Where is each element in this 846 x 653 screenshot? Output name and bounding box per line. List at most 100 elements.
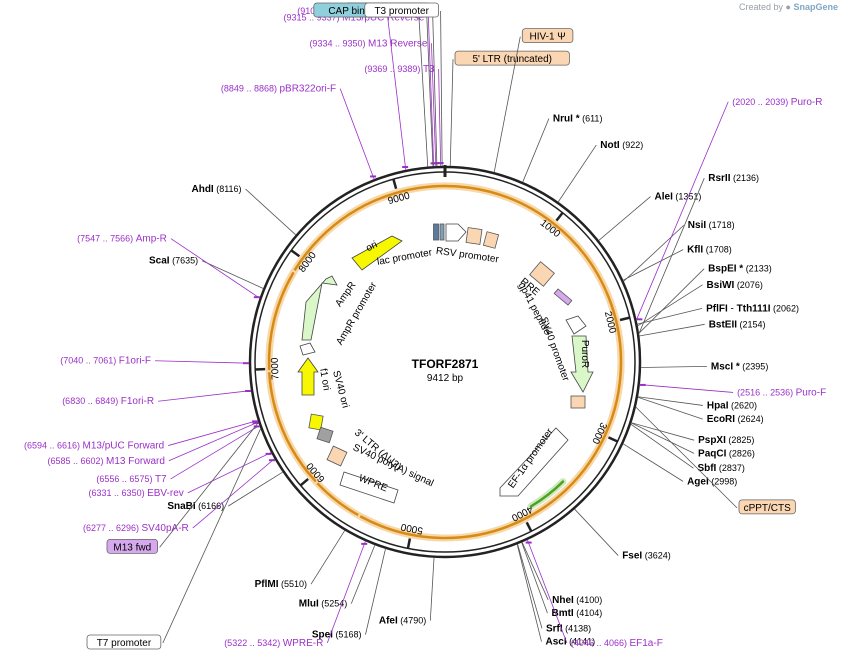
- enzyme-label-mlui: MluI (5254): [299, 599, 348, 610]
- enzyme-label-sbfi: SbfI (2837): [697, 463, 744, 474]
- enzyme-label-fsei: FseI (3624): [622, 551, 671, 562]
- enzyme-label-ahdi: AhdI (8116): [191, 184, 241, 195]
- ef1a-arc: [529, 480, 565, 508]
- feature-label-m13-fwd: M13 fwd: [113, 542, 151, 553]
- primer-label-ebv-rev: (6331 .. 6350) EBV-rev: [89, 488, 184, 499]
- primer-range: (8849 .. 8868): [221, 84, 280, 94]
- enzyme-leader-kfli: [622, 249, 684, 281]
- enzyme-leader-snabi: [227, 471, 284, 507]
- tick-label-5000: 5000: [400, 521, 424, 536]
- primer-leader-wpre-r: [326, 540, 366, 644]
- enzyme-separator: -: [728, 303, 737, 314]
- enzyme-position: (4790): [398, 616, 427, 626]
- rre-feature: [529, 261, 555, 287]
- tick-1000: [555, 212, 564, 222]
- enzyme-label-snabi: SnaBI (6166): [167, 501, 224, 512]
- label-layer: NruI * (611)NotI (922)AleI (1351)KflI (1…: [24, 2, 826, 650]
- enzyme-leader-alei: [598, 196, 651, 241]
- enzyme-name: AhdI: [191, 184, 213, 195]
- enzyme-label-agei: AgeI (2998): [687, 476, 737, 487]
- primer-label-puro-f: (2516 .. 2536) Puro-F: [737, 387, 826, 398]
- ltr5-feature: [465, 227, 483, 245]
- primer-name: M13 Forward: [106, 456, 165, 467]
- primer-leader-pbr322ori-f: [339, 88, 375, 180]
- tick-label-7000: 7000: [270, 357, 282, 380]
- enzyme-name: FseI: [622, 551, 642, 562]
- feature-label-t7-promoter: T7 promoter: [97, 638, 152, 649]
- enzyme-leader-nrui: [522, 118, 550, 183]
- primer-leader-amp-r: [170, 238, 260, 299]
- enzyme-position: (5510): [279, 579, 308, 589]
- enzyme-position: (922): [620, 140, 644, 150]
- primer-label-wpre-r: (5322 .. 5342) WPRE-R: [224, 638, 323, 649]
- primer-label-pbr322ori-f: (8849 .. 8868) pBR322ori-F: [221, 84, 336, 95]
- enzyme-name: BsiWI: [707, 280, 735, 291]
- credit-brand: SnapGene: [793, 2, 838, 12]
- cap-site-feature: [439, 223, 445, 241]
- annotation-arc-4: [267, 272, 295, 371]
- enzyme-position: (5254): [319, 599, 348, 609]
- enzyme-name: SbfI: [697, 463, 716, 474]
- sv40-ori-feature: [308, 413, 324, 431]
- sv40-polya-feature: [316, 426, 334, 444]
- feature-label-cppt-cts: cPPT/CTS: [744, 503, 792, 514]
- enzyme-name: PflMI: [255, 579, 279, 590]
- enzyme-name: AgeI: [687, 476, 709, 487]
- enzyme-label-bsteii: BstEII (2154): [709, 319, 766, 330]
- enzyme-position: (611): [580, 113, 603, 123]
- tick-8000: [290, 249, 301, 258]
- enzyme-leader-bmti: [521, 542, 548, 614]
- enzyme-name: ScaI: [149, 256, 170, 267]
- primer-leader-sv40pa-r: [192, 458, 275, 529]
- enzyme-label-paqci: PaqCI (2826): [698, 448, 755, 459]
- feature-box-cppt-cts: [738, 499, 796, 515]
- feature-leader-lac-operator: [426, 10, 434, 167]
- enzyme-leader-mlui: [350, 544, 376, 604]
- credit-prefix: Created by: [738, 2, 784, 12]
- enzyme-position: (2826): [726, 448, 755, 458]
- primer-name: SV40pA-R: [142, 523, 189, 534]
- inner-label-f1-ori: f1 ori: [317, 368, 332, 392]
- primer-label-amp-r: (7547 .. 7566) Amp-R: [77, 234, 167, 245]
- cppt-feature: [570, 395, 586, 409]
- enzyme-name: BmtI: [551, 608, 573, 619]
- primer-name: F1ori-F: [119, 356, 151, 367]
- primer-label-sv40pa-r: (6277 .. 6296) SV40pA-R: [83, 523, 189, 534]
- enzyme-position: (2825): [726, 435, 755, 445]
- enzyme-position: (2624): [735, 414, 764, 424]
- enzyme-leader-bspei: [638, 268, 705, 334]
- center-label: TFORF2871 9412 bp: [412, 357, 479, 384]
- enzyme-label-afei: AfeI (4790): [379, 616, 426, 627]
- tick-label-2000: 2000: [602, 310, 618, 335]
- tick-label-8000: 8000: [297, 250, 319, 275]
- feature-leader-hiv-1: [493, 36, 521, 173]
- primer-name: M13 Reverse: [368, 38, 428, 49]
- enzyme-label-pflfi: PflFI - Tth111I (2062): [706, 303, 799, 314]
- enzyme-name: BstEII: [709, 319, 738, 330]
- feature-leader-cap-binding-site: [418, 10, 429, 167]
- feature-leader-cppt-cts: [635, 406, 738, 509]
- tick-5000: [406, 538, 412, 549]
- primer-label-ef1a-f: (4046 .. 4066) EF1a-F: [571, 638, 663, 649]
- primer-leader-m13-reverse: [431, 43, 437, 167]
- enzyme-label-hpai: HpaI (2620): [707, 400, 757, 411]
- enzyme-name: EcoRI: [707, 414, 736, 425]
- enzyme-name-extra: Tth111I: [737, 303, 771, 314]
- enzyme-name: KflI: [687, 245, 703, 256]
- primer-name: Amp-R: [136, 234, 167, 245]
- primer-name: Puro-F: [796, 387, 827, 398]
- enzyme-label-kfli: KflI (1708): [687, 245, 732, 256]
- tick-6000: [299, 477, 309, 487]
- enzyme-position: (7635): [170, 256, 199, 266]
- enzyme-leader-paqci: [631, 422, 695, 454]
- primer-leader-t3: [438, 69, 442, 167]
- enzyme-position: (6166): [196, 501, 225, 511]
- enzyme-leader-pflmi: [310, 530, 346, 585]
- enzyme-name: HpaI: [707, 400, 729, 411]
- primer-name: EBV-rev: [147, 488, 184, 499]
- primer-leader-f1ori-r: [158, 390, 252, 402]
- primer-leader-puro-r: [636, 101, 729, 321]
- enzyme-name: NsiI: [688, 220, 707, 231]
- feature-leader-m13-rev: [432, 10, 438, 167]
